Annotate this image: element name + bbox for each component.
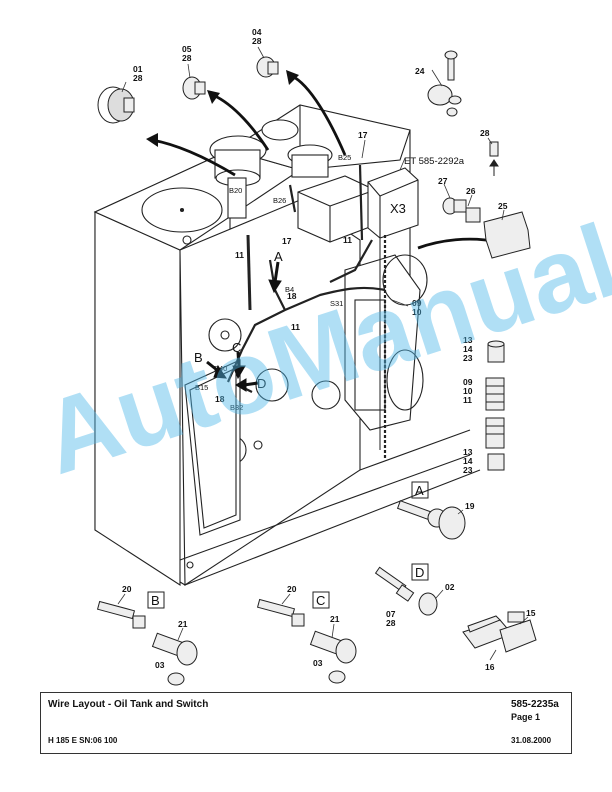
clamp-15-16	[462, 611, 537, 653]
detail-d-sensor	[374, 566, 438, 616]
callout-02: 02	[445, 582, 455, 592]
component-05-plug	[182, 76, 206, 100]
component-01-sensor	[97, 86, 135, 124]
callout-28: 28	[133, 73, 143, 83]
wire-label-s31: S31	[330, 299, 343, 308]
component-28-clip	[489, 141, 499, 176]
electrical-drawing-reference: ET 585-2292a	[404, 156, 465, 167]
callout-01: 01	[133, 64, 143, 74]
callout-05: 05	[182, 44, 192, 54]
callout-14: 14	[463, 344, 473, 354]
callout-21: 21	[178, 619, 188, 629]
callout-17: 17	[282, 236, 292, 246]
detail-box-b: B	[151, 593, 160, 608]
wire-layout-diagram: 01 28 05 28 04 28 24 28 17 17 27 26 25 1…	[29, 27, 612, 686]
callout-11: 11	[463, 395, 472, 405]
detail-box-c-frame	[312, 591, 330, 609]
callout-28: 28	[480, 128, 490, 138]
callout-28: 28	[252, 36, 262, 46]
callout-20: 20	[122, 584, 132, 594]
detail-letter-d: D	[257, 376, 266, 391]
detail-letter-a: A	[274, 249, 283, 264]
callout-23: 23	[463, 465, 473, 475]
wire-designations: B25 B26 B20 B4 S31 B40 B15 B32 X3 ET 585…	[195, 153, 465, 412]
detail-box-d-frame	[411, 563, 429, 581]
callout-10: 10	[463, 386, 473, 396]
callout-07: 07	[386, 609, 396, 619]
callout-15: 15	[526, 608, 536, 618]
callout-11: 11	[291, 322, 300, 332]
component-24-sensor	[427, 50, 462, 117]
callout-13: 13	[463, 335, 473, 345]
callout-10: 10	[412, 307, 422, 317]
callout-21: 21	[330, 614, 340, 624]
callout-28: 28	[386, 618, 396, 628]
detail-box-c: C	[316, 593, 325, 608]
callout-09: 09	[463, 377, 473, 387]
callout-13: 13	[463, 447, 473, 457]
detail-box-a: A	[415, 483, 424, 498]
detail-letters: A B C D A D B C	[147, 249, 429, 609]
callout-28: 28	[182, 53, 192, 63]
callout-11: 11	[235, 250, 244, 260]
callout-20: 20	[287, 584, 297, 594]
title-block: Wire Layout - Oil Tank and Switch 585-22…	[40, 692, 572, 754]
wire-label-b40: B40	[214, 364, 227, 373]
connector-x3: X3	[390, 201, 406, 216]
callout-27: 27	[438, 176, 448, 186]
callout-numbers: 01 28 05 28 04 28 24 28 17 17 27 26 25 1…	[122, 27, 536, 672]
pointer-arrows	[206, 261, 282, 392]
wire-label-b20: B20	[229, 186, 242, 195]
callout-14: 14	[463, 456, 473, 466]
detail-box-b-frame	[147, 591, 165, 609]
fittings-stack	[485, 340, 505, 471]
component-04-plug	[256, 56, 279, 78]
callout-16: 16	[485, 662, 495, 672]
callout-25: 25	[498, 201, 508, 211]
callout-19: 19	[465, 501, 475, 511]
leader-lines	[117, 46, 529, 661]
page-number: Page 1	[511, 712, 541, 722]
detail-c-sensor	[256, 598, 357, 684]
callout-18: 18	[215, 394, 225, 404]
detail-a-pressure-switch	[396, 500, 466, 540]
callout-24: 24	[415, 66, 425, 76]
wire-label-b25: B25	[338, 153, 351, 162]
callout-23: 23	[463, 353, 473, 363]
wire-label-b26: B26	[273, 196, 286, 205]
detail-letter-c: C	[232, 340, 241, 355]
callout-03: 03	[313, 658, 323, 668]
callout-11: 11	[343, 235, 352, 245]
callout-09: 09	[412, 298, 422, 308]
callout-18: 18	[287, 291, 297, 301]
callout-04: 04	[252, 27, 262, 37]
detail-letter-b: B	[194, 350, 203, 365]
component-25-27-connector	[442, 197, 531, 259]
detail-b-sensor	[96, 600, 198, 686]
callout-03: 03	[155, 660, 165, 670]
wire-label-b4: B4	[285, 285, 294, 294]
wire-label-b32: B32	[230, 403, 243, 412]
document-number: 585-2235a	[511, 699, 559, 710]
detail-box-d: D	[415, 565, 424, 580]
wire-label-b15: B15	[195, 383, 208, 392]
callout-17: 17	[358, 130, 368, 140]
model-serial: H 185 E SN:06 100	[48, 736, 118, 745]
drawing-date: 31.08.2000	[511, 736, 552, 745]
callout-26: 26	[466, 186, 476, 196]
drawing-title: Wire Layout - Oil Tank and Switch	[48, 699, 209, 710]
detail-box-a-frame	[411, 481, 429, 499]
